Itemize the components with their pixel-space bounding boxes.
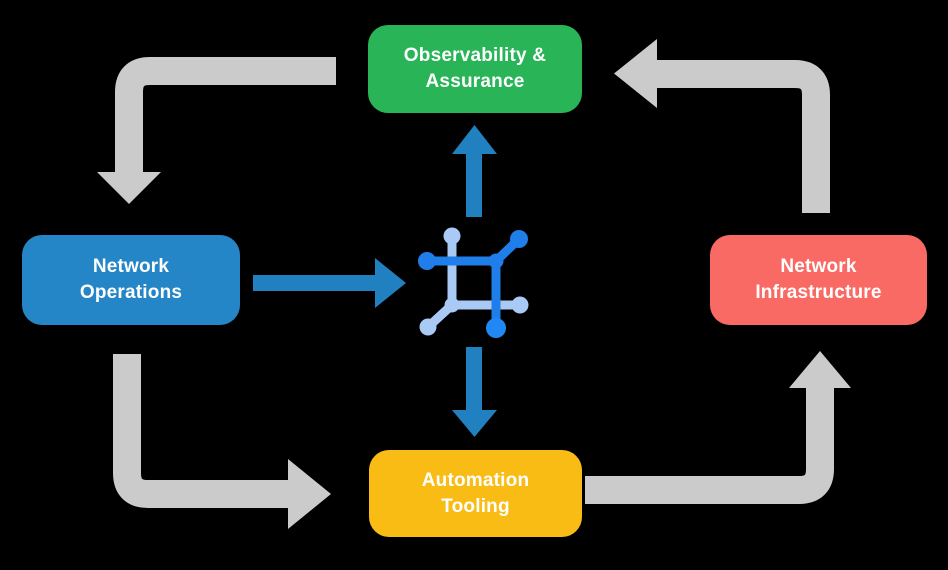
node-label-line: Infrastructure	[755, 282, 882, 303]
node-label-line: Automation	[421, 469, 530, 491]
node-label-line: Network	[92, 256, 170, 277]
node-label-line: Tooling	[441, 495, 510, 517]
node-label-line: Operations	[79, 282, 183, 303]
arrow-operations-to-automation-icon	[113, 354, 331, 529]
node-network-infrastructure: Network Infrastructure	[710, 235, 927, 325]
arrow-center-to-automation-icon	[452, 347, 497, 437]
node-label-line: Assurance	[425, 71, 525, 92]
node-label-line: Network	[780, 256, 857, 277]
arrow-operations-to-center-icon	[253, 258, 406, 308]
arrow-automation-to-infrastructure-icon	[585, 351, 851, 504]
arrow-infrastructure-to-observability-icon	[614, 39, 830, 213]
node-observability-assurance: Observability & Assurance	[368, 25, 582, 113]
network-mesh-icon	[418, 227, 529, 338]
node-automation-tooling: Automation Tooling	[369, 450, 582, 537]
arrow-center-to-observability-icon	[452, 125, 497, 217]
node-label-line: Observability &	[403, 45, 547, 66]
arrow-observability-to-operations-icon	[97, 57, 336, 204]
node-network-operations: Network Operations	[22, 235, 240, 325]
